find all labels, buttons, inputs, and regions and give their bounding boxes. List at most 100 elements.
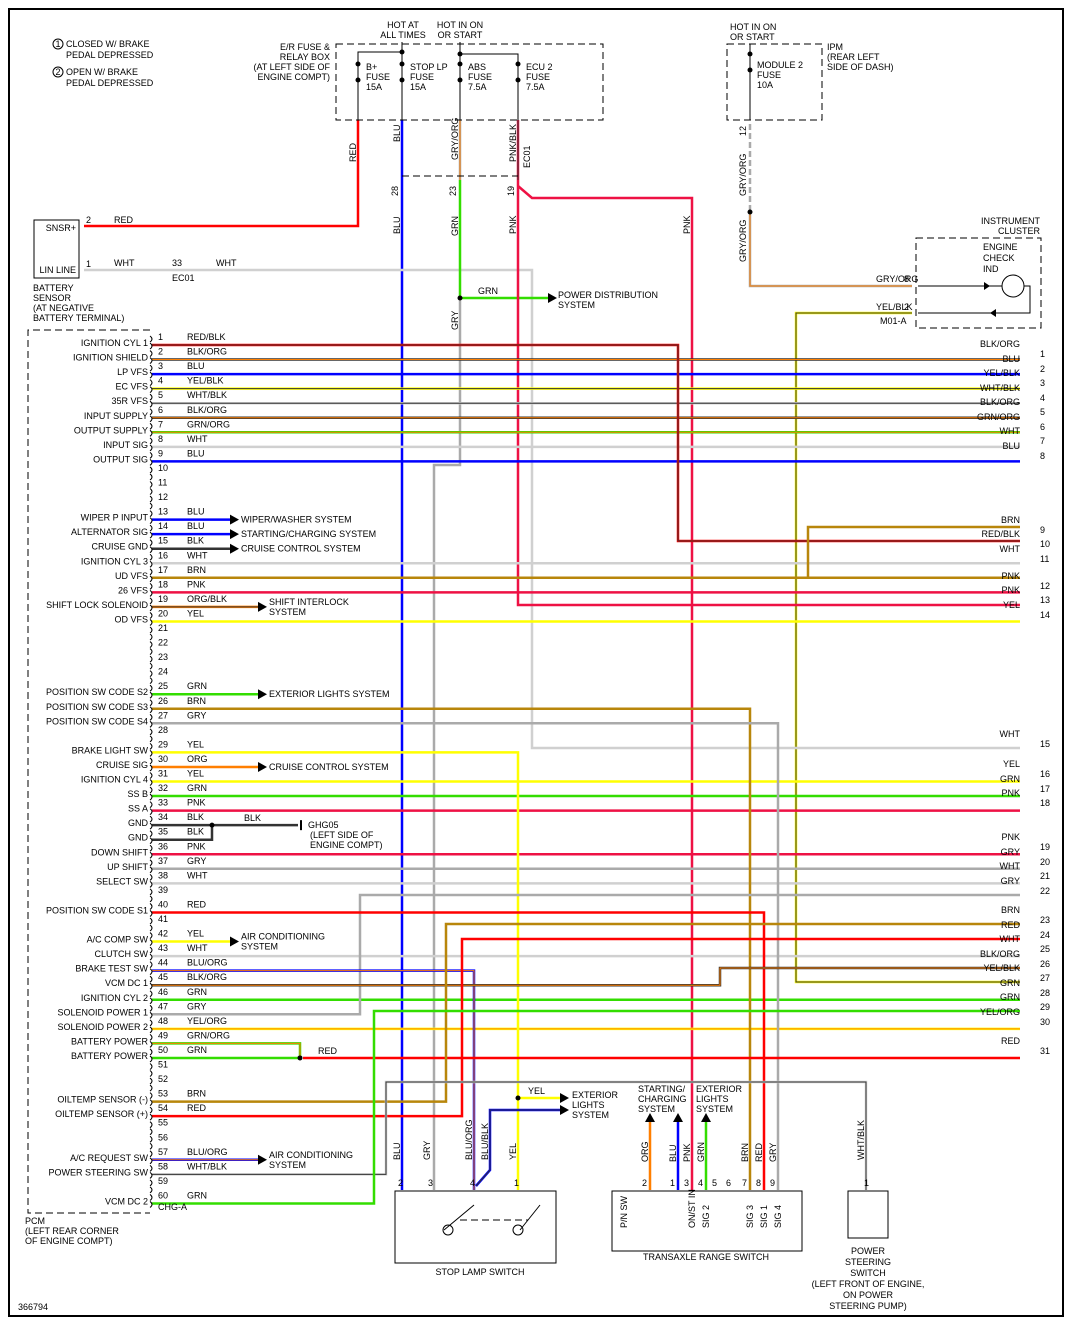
pcm-pin-name: GND bbox=[128, 818, 149, 828]
wire-label: BLU/BLK bbox=[480, 1123, 490, 1160]
splice-dot bbox=[515, 1095, 521, 1101]
destination-label: SYSTEM bbox=[696, 1104, 733, 1114]
wire-label: GRN bbox=[450, 216, 460, 236]
pcm-pin-name: POSITION SW CODE S1 bbox=[46, 905, 148, 915]
pin-number: 1 bbox=[670, 1178, 675, 1188]
pcm-pin-name: BRAKE LIGHT SW bbox=[72, 745, 149, 755]
wire-pin-44-stripe bbox=[152, 970, 475, 1190]
wire-red-battery bbox=[84, 120, 360, 228]
wire-label: BRN bbox=[740, 1143, 750, 1162]
splice-dot bbox=[457, 295, 463, 301]
wire-label: GRN bbox=[187, 783, 207, 793]
pcm-pin-terminal bbox=[149, 481, 153, 495]
fuse-box-title: ENGINE COMPT) bbox=[257, 72, 330, 82]
output-number: 8 bbox=[1040, 451, 1045, 461]
pin-number: 33 bbox=[172, 258, 182, 268]
pin-number: 5 bbox=[712, 1178, 717, 1188]
fuse-label: FUSE bbox=[410, 72, 434, 82]
arrow-icon bbox=[560, 1093, 569, 1103]
pcm-pin-name: POSITION SW CODE S2 bbox=[46, 687, 148, 697]
output-number: 15 bbox=[1040, 739, 1050, 749]
wire-label: ORG bbox=[187, 754, 208, 764]
pcm-pin-number: 28 bbox=[158, 725, 168, 735]
pcm-pin-name: BATTERY POWER bbox=[71, 1036, 149, 1046]
pcm-pin-number: 55 bbox=[158, 1118, 168, 1128]
pin-number: 2 bbox=[398, 1178, 403, 1188]
pcm-pin-number: 18 bbox=[158, 579, 168, 589]
pcm-pin-number: 23 bbox=[158, 652, 168, 662]
indicator-label: ENGINE bbox=[983, 242, 1018, 252]
fuse-label: FUSE bbox=[757, 70, 781, 80]
output-number: 23 bbox=[1040, 915, 1050, 925]
arrow-icon bbox=[701, 1113, 711, 1122]
pcm-pin-number: 20 bbox=[158, 608, 168, 618]
right-wire-label: WHT bbox=[1000, 544, 1021, 554]
destination-label: CHARGING bbox=[638, 1094, 687, 1104]
pin-label: P/N SW bbox=[619, 1195, 629, 1228]
cluster-title: CLUSTER bbox=[998, 226, 1041, 236]
wire-label: WHT bbox=[187, 434, 208, 444]
wire-label: RED bbox=[348, 142, 358, 162]
output-number: 6 bbox=[1040, 422, 1045, 432]
fuse-label: B+ bbox=[366, 62, 377, 72]
pin-label: SIG 4 bbox=[773, 1205, 783, 1228]
output-number: 31 bbox=[1040, 1046, 1050, 1056]
pcm-pin-terminal bbox=[149, 1092, 153, 1106]
pcm-pin-number: 14 bbox=[158, 521, 168, 531]
wire-label: PNK bbox=[187, 841, 206, 851]
wire-label: RED bbox=[187, 899, 207, 909]
ps-switch-title: ON POWER bbox=[843, 1290, 894, 1300]
wire-label: RED bbox=[187, 1103, 207, 1113]
wire-pin-40 bbox=[152, 911, 766, 1190]
legend-number: 2 bbox=[55, 67, 60, 77]
legend-circle-icon bbox=[52, 38, 64, 50]
wire-pnk-13 bbox=[516, 180, 1020, 607]
pcm-pin-name: WIPER P INPUT bbox=[81, 513, 149, 523]
fuse-terminal bbox=[515, 61, 521, 67]
ipm-title: (REAR LEFT bbox=[827, 52, 880, 62]
wire-pin-27 bbox=[152, 722, 780, 1190]
destination-label: STARTING/CHARGING SYSTEM bbox=[241, 529, 376, 539]
output-number: 5 bbox=[1040, 407, 1045, 417]
legend-number: 1 bbox=[55, 39, 60, 49]
wire-pin-53 bbox=[152, 922, 1020, 1103]
pcm-pin-terminal bbox=[149, 728, 153, 743]
pcm-pin-terminal bbox=[149, 757, 153, 772]
wire-label: YEL bbox=[187, 608, 204, 618]
wire-label: BLU bbox=[187, 521, 205, 531]
wire-label: WHT bbox=[187, 550, 208, 560]
pcm-pin-name: VCM DC 2 bbox=[105, 1196, 148, 1206]
pcm-pin-number: 50 bbox=[158, 1045, 168, 1055]
pcm-pin-terminal bbox=[149, 815, 153, 830]
wire-label: WHT/BLK bbox=[856, 1120, 866, 1160]
pcm-pin-terminal bbox=[149, 1121, 153, 1136]
destination-label: SYSTEM bbox=[638, 1104, 675, 1114]
pcm-pin-number: 17 bbox=[158, 565, 168, 575]
pcm-pin-terminal bbox=[149, 539, 153, 554]
battery-sensor-title: BATTERY bbox=[33, 283, 74, 293]
wire-label: BLK bbox=[187, 812, 204, 822]
pcm-pin-number: 41 bbox=[158, 914, 168, 924]
output-number: 28 bbox=[1040, 988, 1050, 998]
destination-label: SYSTEM bbox=[241, 942, 278, 952]
diagram-frame bbox=[8, 8, 1064, 1317]
wire-label: WHT bbox=[187, 870, 208, 880]
wire-pin-47 bbox=[152, 893, 1020, 1016]
pcm-pin-number: 33 bbox=[158, 798, 168, 808]
wire-label: RED bbox=[754, 1142, 764, 1162]
wire-label: WHT bbox=[114, 258, 135, 268]
transaxle-switch-box bbox=[611, 1190, 803, 1252]
pcm-pin-terminal bbox=[149, 1135, 153, 1150]
wire-label: BLU bbox=[392, 1142, 402, 1160]
wire-label: GRY bbox=[187, 710, 206, 720]
pcm-pin-terminal bbox=[149, 975, 153, 990]
pcm-pin-terminal bbox=[149, 553, 153, 568]
pcm-pin-terminal bbox=[149, 946, 153, 961]
pcm-pin-number: 52 bbox=[158, 1074, 168, 1084]
ground-label: GHG05 bbox=[308, 820, 339, 830]
pcm-pin-name: IGNITION CYL 1 bbox=[81, 338, 148, 348]
pin-label: SIG 2 bbox=[701, 1205, 711, 1228]
pcm-pin-terminal bbox=[149, 801, 153, 815]
ipm-outline bbox=[726, 43, 823, 121]
output-number: 13 bbox=[1040, 595, 1050, 605]
